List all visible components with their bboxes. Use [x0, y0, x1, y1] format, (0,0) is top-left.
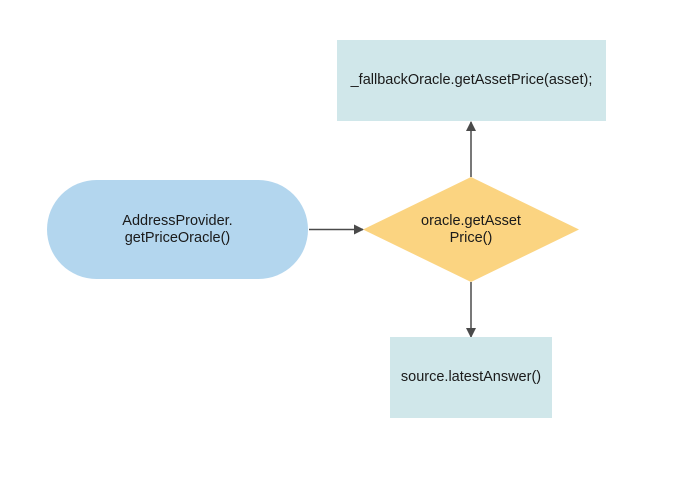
- source-process-node: source.latestAnswer(): [390, 337, 552, 418]
- fallback-process-label: _fallbackOracle.getAssetPrice(asset);: [350, 72, 593, 88]
- start-node-label: AddressProvider. getPriceOracle(): [122, 212, 233, 246]
- fallback-process-node: _fallbackOracle.getAssetPrice(asset);: [337, 40, 606, 121]
- start-node: AddressProvider. getPriceOracle(): [47, 180, 308, 279]
- source-process-label: source.latestAnswer(): [400, 369, 542, 385]
- decision-node: oracle.getAsset Price(): [363, 177, 579, 282]
- decision-diamond: [363, 177, 579, 282]
- decision-node-label: oracle.getAsset Price(): [421, 212, 521, 246]
